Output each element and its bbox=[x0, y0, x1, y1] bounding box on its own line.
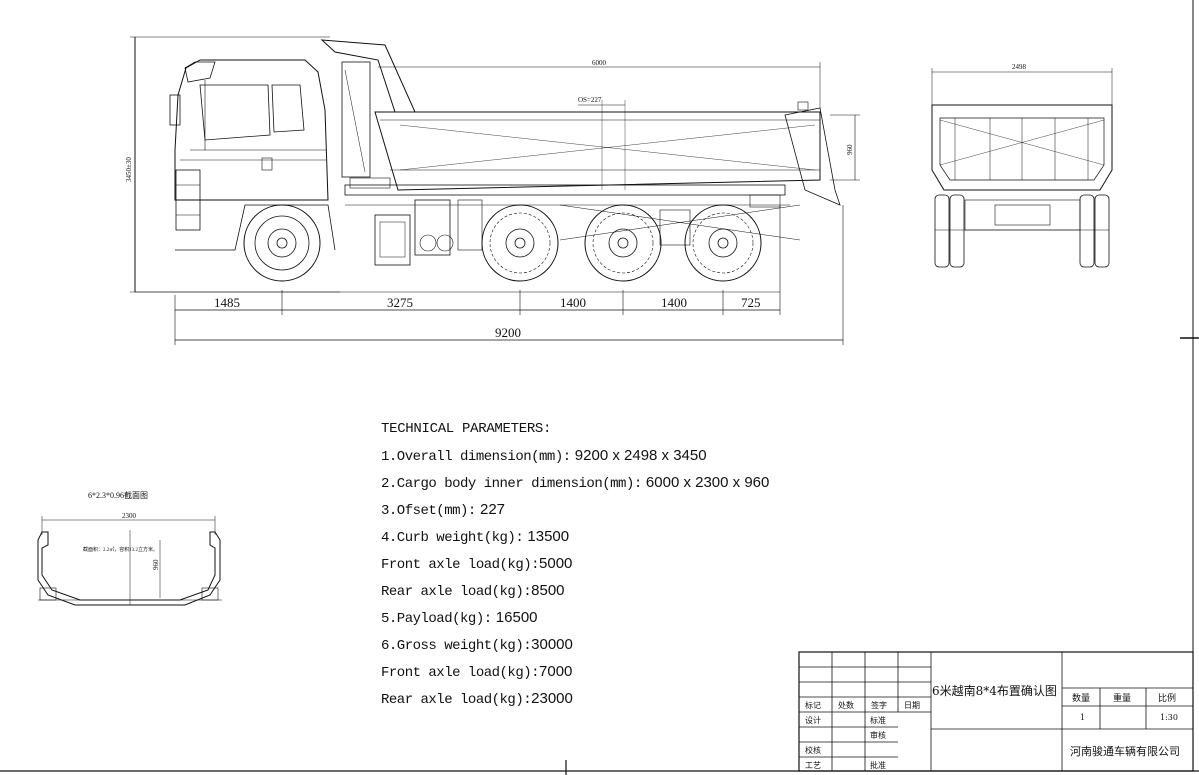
param-row: Rear axle load(kg):23000 bbox=[381, 688, 801, 715]
param-value: 6000 x 2300 x 960 bbox=[641, 474, 770, 491]
param-row: Front axle load(kg):7000 bbox=[381, 661, 801, 688]
section-height-label: 960 bbox=[152, 559, 160, 570]
scale-value: 1:30 bbox=[1160, 713, 1178, 722]
overall-length-label: 9200 bbox=[495, 325, 521, 340]
param-row: 6.Gross weight(kg):30000 bbox=[381, 634, 801, 661]
param-label: 1.Overall dimension(mm): bbox=[381, 449, 571, 465]
role-review: 审核 bbox=[870, 730, 886, 740]
qty-value: 1 bbox=[1080, 713, 1085, 722]
param-label: Rear axle load(kg): bbox=[381, 692, 532, 708]
rear-width-label: 2498 bbox=[1012, 63, 1027, 71]
drawing-title: 6米越南8*4布置确认图 bbox=[932, 683, 1057, 698]
param-value: 9200 x 2498 x 3450 bbox=[570, 447, 707, 464]
section-note: 截面积：2.2㎡，容积13.2立方米。 bbox=[83, 546, 158, 553]
param-label: Rear axle load(kg): bbox=[381, 584, 532, 600]
technical-title: TECHNICAL PARAMETERS: bbox=[381, 421, 552, 437]
header-sign: 签字 bbox=[871, 700, 887, 710]
segment-label-3: 1400 bbox=[560, 295, 586, 310]
param-label: Front axle load(kg): bbox=[381, 665, 540, 681]
param-row: 1.Overall dimension(mm): 9200 x 2498 x 3… bbox=[381, 445, 801, 472]
role-standard: 标准 bbox=[870, 715, 886, 725]
param-label: 2.Cargo body inner dimension(mm): bbox=[381, 476, 642, 492]
rear-view: 2498 bbox=[931, 63, 1113, 268]
param-row: 4.Curb weight(kg): 13500 bbox=[381, 526, 801, 553]
cab bbox=[169, 59, 336, 251]
side-view: 3450±30 bbox=[125, 36, 860, 345]
param-value: 30000 bbox=[531, 636, 573, 653]
role-approve: 批准 bbox=[870, 760, 886, 770]
param-row: Rear axle load(kg):8500 bbox=[381, 580, 801, 607]
param-row: Front axle load(kg):5000 bbox=[381, 553, 801, 580]
param-value: 8500 bbox=[531, 582, 565, 599]
title-block: 6米越南8*4布置确认图 标记 处数 签字 日期 设计 校核 工艺 标准 审核 … bbox=[798, 651, 1194, 772]
header-count: 处数 bbox=[838, 700, 854, 710]
param-value: 16500 bbox=[491, 609, 538, 626]
param-value: 227 bbox=[475, 501, 506, 518]
header-mark: 标记 bbox=[805, 700, 821, 710]
param-row: 5.Payload(kg): 16500 bbox=[381, 607, 801, 634]
cargo-length-label: 6000 bbox=[592, 59, 607, 67]
segment-label-1: 1485 bbox=[214, 295, 240, 310]
chassis-frame bbox=[344, 177, 801, 266]
param-value: 7000 bbox=[539, 663, 573, 680]
param-value: 5000 bbox=[539, 555, 573, 572]
weight-label: 重量 bbox=[1113, 692, 1131, 704]
header-date: 日期 bbox=[904, 701, 920, 710]
box-height-label: 960 bbox=[846, 144, 854, 155]
param-label: 6.Gross weight(kg): bbox=[381, 638, 532, 654]
segment-label-2: 3275 bbox=[387, 295, 413, 310]
scale-label: 比例 bbox=[1158, 692, 1176, 704]
role-design: 设计 bbox=[805, 715, 821, 725]
param-row: 3.Ofset(mm): 227 bbox=[381, 499, 801, 526]
section-view: 6*2.3*0.96截面图 2300 960 截面积：2.2㎡，容积13.2立方… bbox=[37, 490, 222, 606]
param-label: Front axle load(kg): bbox=[381, 557, 540, 573]
param-row: 2.Cargo body inner dimension(mm): 6000 x… bbox=[381, 472, 801, 499]
rear-wheel-1 bbox=[481, 204, 559, 282]
param-value: 13500 bbox=[523, 528, 570, 545]
technical-parameters: TECHNICAL PARAMETERS: 1.Overall dimensio… bbox=[381, 418, 801, 715]
cargo-body: 6000 OS=227 960 bbox=[374, 59, 860, 206]
offset-label: OS=227 bbox=[578, 96, 602, 104]
section-width-label: 2300 bbox=[122, 512, 137, 520]
section-caption: 6*2.3*0.96截面图 bbox=[88, 490, 148, 500]
param-value: 23000 bbox=[531, 690, 573, 707]
param-label: 5.Payload(kg): bbox=[381, 611, 492, 627]
param-label: 4.Curb weight(kg): bbox=[381, 530, 524, 546]
role-process: 工艺 bbox=[805, 761, 821, 770]
rear-wheel-2 bbox=[584, 204, 662, 282]
front-wheel bbox=[243, 204, 321, 282]
segment-label-5: 725 bbox=[741, 295, 761, 310]
param-label: 3.Ofset(mm): bbox=[381, 503, 476, 519]
role-check: 校核 bbox=[805, 745, 821, 755]
qty-label: 数量 bbox=[1072, 692, 1090, 704]
rear-wheel-3 bbox=[684, 204, 762, 282]
segment-label-4: 1400 bbox=[661, 295, 687, 310]
overall-height-label: 3450±30 bbox=[125, 157, 133, 182]
company-name: 河南骏通车辆有限公司 bbox=[1070, 744, 1180, 758]
front-headboard bbox=[320, 39, 416, 178]
